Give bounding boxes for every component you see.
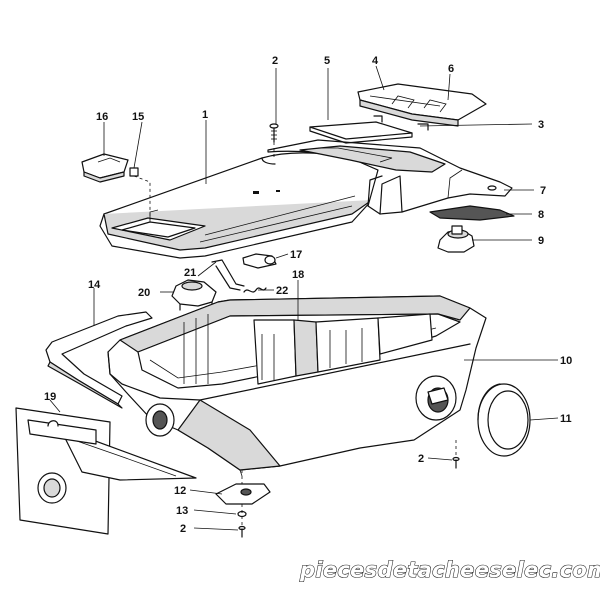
part-8-cord xyxy=(429,205,515,221)
part-9-knob xyxy=(437,225,475,253)
label-20: 20 xyxy=(138,287,150,299)
part-20-cap xyxy=(171,279,217,311)
label-15: 15 xyxy=(132,111,144,123)
label-2-right: 2 xyxy=(418,453,424,465)
label-5: 5 xyxy=(324,55,330,67)
part-14-gasket xyxy=(45,311,153,409)
part-4-6-switch-cover xyxy=(357,83,487,127)
part-2-screw-top xyxy=(269,123,279,143)
label-8: 8 xyxy=(538,209,544,221)
part-11-wheel xyxy=(477,383,531,457)
part-16-latch xyxy=(81,153,129,183)
watermark: piecesdetacheeselec.com xyxy=(299,558,600,582)
label-7: 7 xyxy=(540,185,546,197)
label-21: 21 xyxy=(184,267,196,279)
label-11: 11 xyxy=(560,413,572,425)
part-19-filter-bag xyxy=(15,407,197,535)
part-5-plate xyxy=(309,121,413,144)
label-2-bottom: 2 xyxy=(180,523,186,535)
label-14: 14 xyxy=(88,279,101,291)
label-19: 19 xyxy=(44,391,56,403)
assembly-lines xyxy=(241,142,457,526)
label-13: 13 xyxy=(176,505,188,517)
label-3: 3 xyxy=(538,119,544,131)
part-17-pin xyxy=(242,253,277,269)
part-2-screw-right xyxy=(452,456,460,469)
part-21-lever xyxy=(211,259,245,291)
part-10-body xyxy=(107,295,487,477)
leader-lines xyxy=(49,65,559,531)
label-12: 12 xyxy=(174,485,186,497)
part-3-clips xyxy=(373,115,429,131)
label-2-top: 2 xyxy=(272,55,278,67)
part-number-labels: 1 2 3 4 5 6 7 8 9 10 11 2 12 13 2 14 15 … xyxy=(44,55,572,535)
part-2-screw-bottom xyxy=(238,525,246,538)
part-7-handle-housing xyxy=(267,139,513,215)
label-22: 22 xyxy=(276,285,288,297)
label-16: 16 xyxy=(96,111,108,123)
label-9: 9 xyxy=(538,235,544,247)
label-17: 17 xyxy=(290,249,302,261)
part-1-lid xyxy=(99,152,379,259)
label-4: 4 xyxy=(372,55,379,67)
part-12-foot xyxy=(215,483,271,505)
label-6: 6 xyxy=(448,63,454,75)
label-18: 18 xyxy=(292,269,304,281)
label-1: 1 xyxy=(202,109,208,121)
label-10: 10 xyxy=(560,355,572,367)
